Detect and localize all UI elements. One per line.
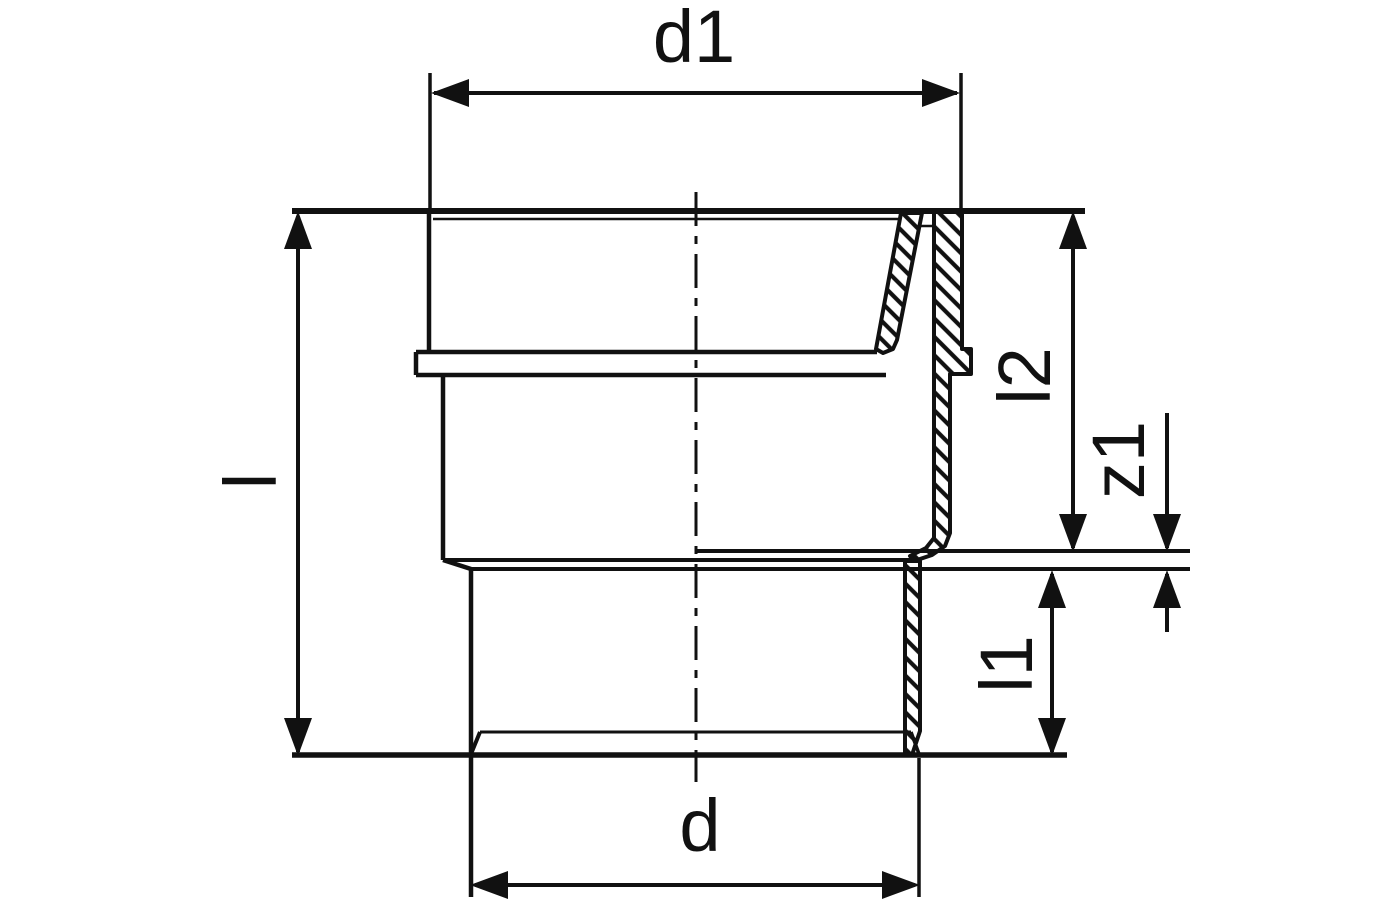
l-arrow-bottom [284,718,312,756]
d-arrow-right [882,871,920,899]
l2-arrow-bottom [1059,514,1087,552]
spigot-chamfer-left [469,731,482,755]
socket-outer-shell-section [908,209,973,563]
spigot-wall-section [903,559,922,757]
dim-label-l2: l2 [983,347,1066,405]
dim-label-d1: d1 [653,0,735,78]
dim-label-z1: z1 [1077,421,1160,499]
z1-arrow-down [1153,514,1181,552]
outline-and-dimension-lines [292,73,1190,897]
dimension-arrowheads [284,79,1181,899]
d1-arrow-left [431,79,469,107]
l1-arrow-bottom [1038,718,1066,756]
z1-arrow-up [1153,570,1181,608]
l1-arrow-top [1038,570,1066,608]
dim-label-d: d [679,784,720,867]
section-walls [874,209,973,757]
dim-label-l: l [209,473,292,489]
dim-label-l1: l1 [965,635,1048,693]
socket-inner-cone-section [874,211,924,355]
l2-arrow-top [1059,211,1087,249]
spigot-chamfer-right [909,731,921,755]
l-arrow-top [284,211,312,249]
d-arrow-left [470,871,508,899]
d1-arrow-right [922,79,960,107]
